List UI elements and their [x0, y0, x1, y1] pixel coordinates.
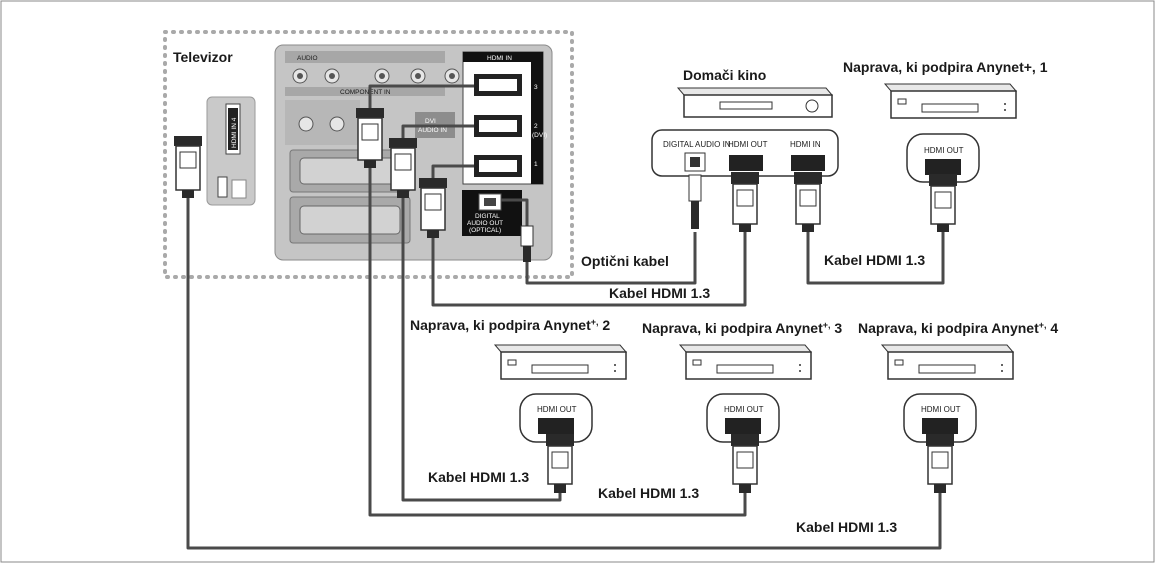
dvi-audio-label-2: AUDIO IN [418, 127, 447, 134]
cable-label-device1: Kabel HDMI 1.3 [824, 252, 925, 268]
cable-home-theater-out [431, 232, 747, 307]
device2-label: Naprava, ki podpira Anynet+, 2 [410, 317, 610, 333]
device4-label: Naprava, ki podpira Anynet+, 4 [858, 320, 1058, 336]
hdmi-port-3-label: 3 [534, 84, 538, 91]
cable-label-home-theater: Kabel HDMI 1.3 [609, 285, 710, 301]
hdmi-port-2-label: 2 [534, 123, 538, 130]
cable-device3 [368, 165, 747, 517]
cable-device1 [806, 232, 945, 285]
cable-optical-link [501, 198, 529, 232]
dev4-hdmi-out-label: HDMI OUT [921, 405, 961, 414]
dev2-hdmi-out-label: HDMI OUT [537, 405, 577, 414]
plug-port2 [389, 138, 417, 198]
device-2: Naprava, ki podpira Anynet+, 2 HDMI OUT [410, 317, 628, 493]
optical-cable-label: Optični kabel [581, 253, 669, 269]
device-1: Naprava, ki podpira Anynet+, 1 HDMI OUT [843, 59, 1048, 232]
cable-label-device3: Kabel HDMI 1.3 [598, 485, 699, 501]
dao-label-2: AUDIO OUT [467, 220, 503, 227]
cable-port3-link [368, 84, 474, 116]
ht-hdmi-in-label: HDMI IN [790, 140, 821, 149]
dev1-hdmi-out-label: HDMI OUT [924, 146, 964, 155]
dao-label-3: (OPTICAL) [469, 227, 501, 234]
cable-optical [525, 232, 697, 285]
device3-label: Naprava, ki podpira Anynet+, 3 [642, 320, 842, 336]
component-in-label: COMPONENT IN [340, 89, 391, 96]
plug-optical-tv [520, 225, 534, 262]
ht-hdmi-out-label: HDMI OUT [728, 140, 768, 149]
cables [186, 84, 945, 550]
cable-label-device2: Kabel HDMI 1.3 [428, 469, 529, 485]
home-theater-label: Domači kino [683, 67, 766, 83]
dvi-audio-label-1: DVI [425, 118, 436, 125]
cable-device4 [186, 198, 942, 550]
tv-side-panel: HDMI IN 4 [206, 96, 256, 206]
hdmi-port-2-sub: (DVI) [532, 132, 547, 139]
device1-label: Naprava, ki podpira Anynet+, 1 [843, 59, 1048, 75]
digital-audio-in-label: DIGITAL AUDIO IN [663, 140, 731, 149]
audio-label: AUDIO [297, 55, 318, 62]
hdmi-port-1-label: 1 [534, 161, 538, 168]
plug-side-hdmi [174, 136, 202, 198]
tv-label: Televizor [173, 49, 233, 65]
side-hdmi-label: HDMI IN 4 [231, 117, 238, 148]
cable-device2 [401, 195, 562, 502]
device-3: Naprava, ki podpira Anynet+, 3 HDMI OUT [642, 320, 842, 493]
dao-label-1: DIGITAL [475, 213, 500, 220]
plug-port3 [356, 108, 384, 168]
home-theater: Domači kino DIGITAL AUDIO IN HDMI OUT HD… [651, 67, 839, 232]
hdmi-in-header: HDMI IN [487, 55, 512, 62]
plug-port1 [419, 178, 447, 238]
device-4: Naprava, ki podpira Anynet+, 4 HDMI OUT [858, 320, 1058, 493]
dev3-hdmi-out-label: HDMI OUT [724, 405, 764, 414]
cable-label-device4: Kabel HDMI 1.3 [796, 519, 897, 535]
